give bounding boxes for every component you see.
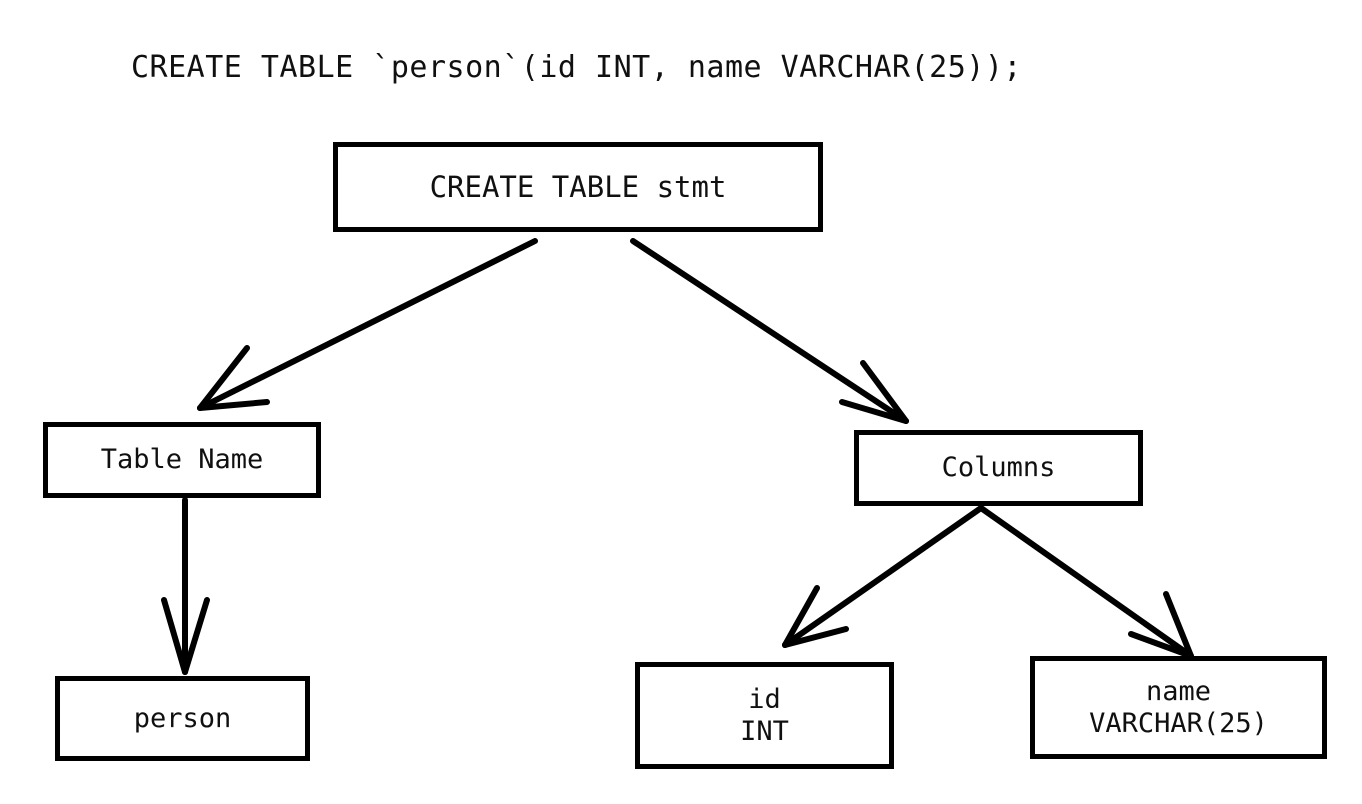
edge-columns-to-id [782, 505, 984, 648]
node-person[interactable]: person [55, 676, 310, 761]
node-columns-label-line-1: Columns [941, 452, 1056, 484]
node-column-id[interactable]: id INT [635, 662, 894, 769]
node-column-id-name: id [748, 683, 781, 715]
sql-statement-title: CREATE TABLE `person`(id INT, name VARCH… [131, 50, 1022, 85]
edge-columns-to-name [978, 505, 1194, 659]
edge-root-to-columns [630, 238, 909, 424]
node-column-id-type: INT [740, 715, 789, 747]
node-table-name[interactable]: Table Name [43, 422, 321, 498]
node-columns[interactable]: Columns [854, 430, 1143, 506]
node-root-label-line-1: CREATE TABLE stmt [429, 169, 727, 204]
edge-table-name-to-person [161, 497, 210, 675]
node-column-name[interactable]: name VARCHAR(25) [1030, 656, 1327, 759]
node-person-label-line-1: person [133, 702, 232, 734]
node-column-name-type: VARCHAR(25) [1089, 707, 1268, 739]
node-table-name-label-line-1: Table Name [100, 444, 264, 476]
node-column-name-name: name [1145, 675, 1212, 707]
edge-root-to-table-name [197, 238, 538, 411]
node-create-table-stmt[interactable]: CREATE TABLE stmt [333, 142, 823, 232]
